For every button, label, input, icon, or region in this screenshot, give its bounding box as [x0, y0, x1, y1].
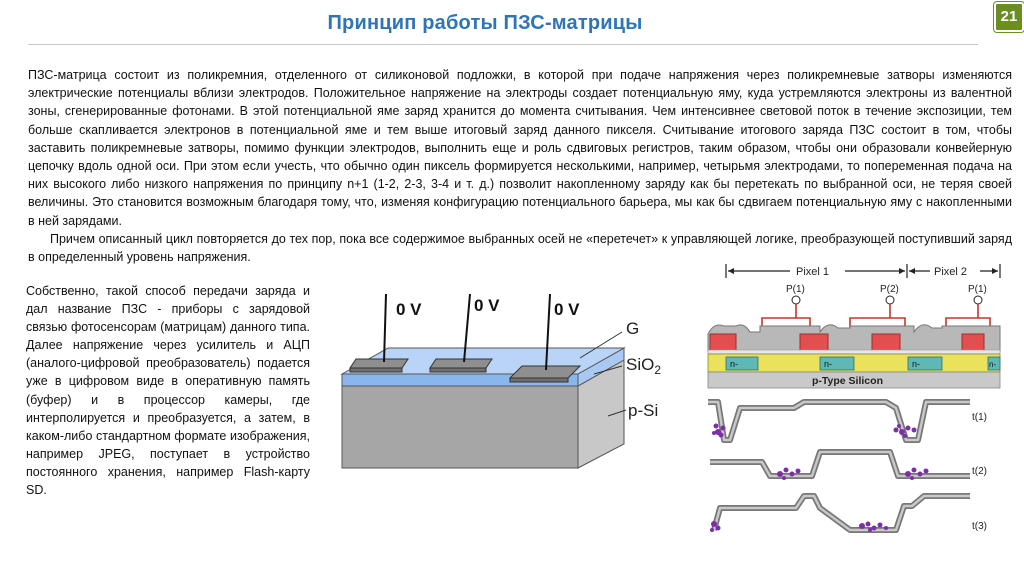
potential-well-t1	[708, 399, 970, 443]
gate-1	[349, 358, 409, 373]
poly-cap	[707, 324, 1001, 353]
mos-structure-figure: 0 V 0 V 0 V G SiO2 p-Si	[332, 286, 702, 486]
voltage-label-3: 0 V	[554, 300, 580, 319]
gate-2	[429, 358, 493, 373]
title-divider	[28, 44, 978, 45]
ccd-transfer-diagram: Pixel 1 Pixel 2 P(1) P(2) P(1)	[707, 264, 1001, 533]
n-region-label-4: n-	[989, 360, 996, 369]
main-paragraph-2: Причем описанный цикл повторяется до тех…	[28, 231, 1012, 265]
time-label-t1: t(1)	[972, 412, 987, 423]
n-regions	[725, 356, 1001, 371]
gate-label: G	[626, 319, 639, 338]
gate-3	[508, 365, 582, 383]
p-type-substrate	[707, 371, 1001, 389]
voltage-label-1: 0 V	[396, 300, 422, 319]
oxide-leader	[593, 365, 623, 375]
page-number-badge: 21	[994, 2, 1024, 32]
substrate-leader	[607, 409, 627, 417]
gate-contact-circles	[791, 295, 983, 305]
wire-1	[383, 293, 387, 363]
gate-label-p2: P(2)	[880, 284, 899, 295]
electron-cluster-t1	[712, 423, 917, 438]
gate-leader	[579, 331, 623, 359]
substrate-label-right: p-Type Silicon	[812, 375, 883, 387]
gate-label-p1-right: P(1)	[968, 284, 987, 295]
pixel-2-label: Pixel 2	[934, 266, 967, 278]
red-gates	[709, 333, 985, 353]
side-paragraph: Собственно, такой способ передачи заряда…	[26, 284, 310, 498]
mos-structure-diagram: 0 V 0 V 0 V G SiO2 p-Si	[340, 293, 661, 469]
slide-title: Принцип работы ПЗС-матрицы	[327, 12, 643, 34]
potential-well-t3	[710, 493, 970, 533]
electron-cluster-t2	[777, 467, 929, 480]
time-label-t2: t(2)	[972, 466, 987, 477]
oxide-label: SiO2	[626, 355, 661, 377]
electron-cluster-t3	[710, 521, 888, 532]
substrate-front	[341, 385, 579, 469]
substrate-label: p-Si	[628, 401, 658, 420]
n-region-label-1: n-	[730, 359, 738, 369]
main-paragraph-1: ПЗС-матрица состоит из поликремния, отде…	[28, 68, 1012, 228]
ccd-charge-transfer-figure: Pixel 1 Pixel 2 P(1) P(2) P(1)	[700, 262, 1015, 562]
time-label-t3: t(3)	[972, 521, 987, 532]
potential-well-t2	[710, 449, 970, 480]
wire-2	[463, 293, 471, 363]
wire-3	[545, 293, 551, 371]
main-text-block: ПЗС-матрица состоит из поликремния, отде…	[28, 66, 1012, 266]
voltage-label-2: 0 V	[474, 296, 500, 315]
gate-label-p1-left: P(1)	[786, 284, 805, 295]
oxide-strip	[707, 349, 1001, 355]
n-region-label-2: n-	[824, 359, 832, 369]
n-region-label-3: n-	[912, 359, 920, 369]
pixel-1-label: Pixel 1	[796, 266, 829, 278]
